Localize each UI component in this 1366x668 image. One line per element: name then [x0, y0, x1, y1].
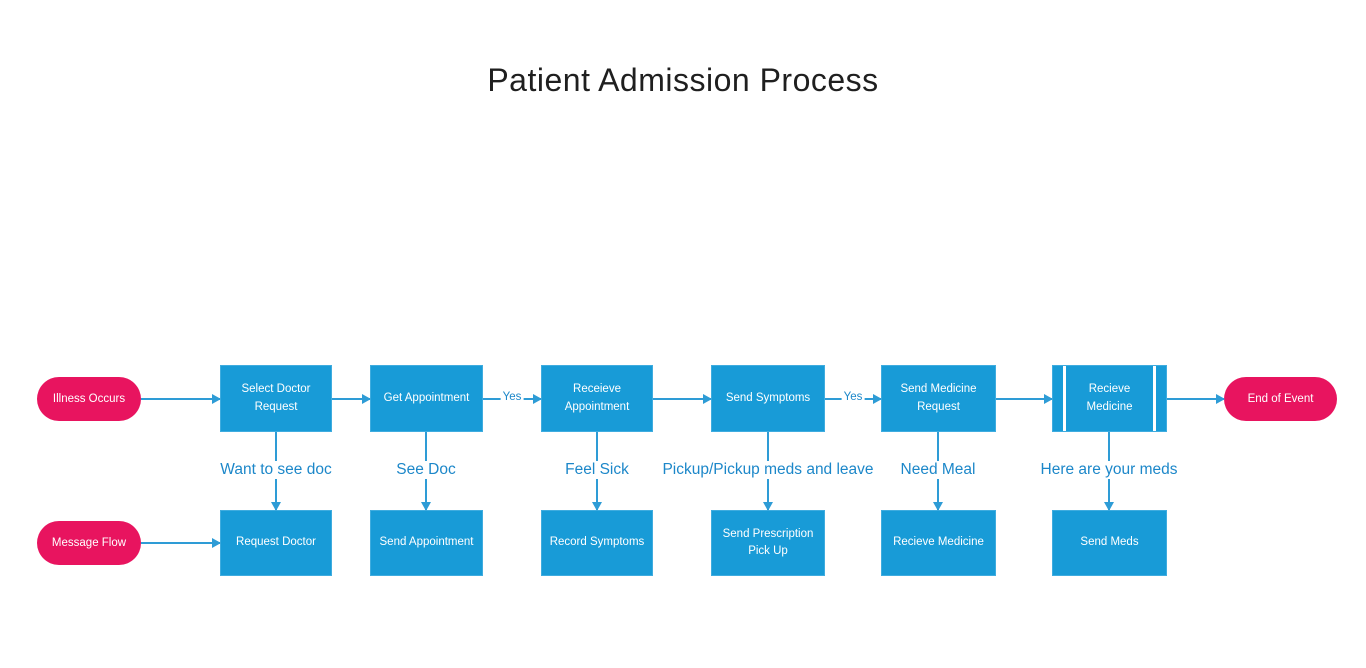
node-select-doctor-request[interactable]: Select Doctor Request [220, 365, 332, 432]
flow-label-see-doc: See Doc [393, 461, 459, 479]
node-send-meds[interactable]: Send Meds [1052, 510, 1167, 576]
connector-arrow [653, 394, 712, 404]
connector-arrow [141, 538, 221, 548]
node-message-flow[interactable]: Message Flow [37, 521, 141, 565]
node-recieve-medicine[interactable]: Recieve Medicine [881, 510, 996, 576]
connector-arrow [996, 394, 1053, 404]
node-request-doctor[interactable]: Request Doctor [220, 510, 332, 576]
subprocess-stripe-left [1063, 366, 1066, 431]
connector-arrow [1167, 394, 1225, 404]
node-label: Recieve Medicine [1086, 383, 1133, 413]
node-get-appointment[interactable]: Get Appointment [370, 365, 483, 432]
node-send-medicine-request[interactable]: Send Medicine Request [881, 365, 996, 432]
node-end-of-event[interactable]: End of Event [1224, 377, 1337, 421]
flow-label-need-meal: Need Meal [897, 461, 979, 479]
connector-arrow [141, 394, 221, 404]
diagram-title: Patient Admission Process [487, 62, 879, 98]
node-record-symptoms[interactable]: Record Symptoms [541, 510, 653, 576]
flow-label-pickup-meds: Pickup/Pickup meds and leave [659, 461, 877, 479]
flow-label-feel-sick: Feel Sick [562, 461, 632, 479]
flow-label-want-to-see-doc: Want to see doc [217, 461, 335, 479]
edge-label-yes: Yes [500, 391, 524, 403]
node-send-prescription-pick-up[interactable]: Send Prescription Pick Up [711, 510, 825, 576]
connector-arrow [332, 394, 371, 404]
node-recieve-medicine-subprocess[interactable]: Recieve Medicine [1052, 365, 1167, 432]
flow-label-here-are-your-meds: Here are your meds [1037, 461, 1181, 479]
node-illness-occurs[interactable]: Illness Occurs [37, 377, 141, 421]
node-receieve-appointment[interactable]: Receieve Appointment [541, 365, 653, 432]
subprocess-stripe-right [1153, 366, 1156, 431]
edge-label-yes: Yes [841, 391, 865, 403]
node-send-appointment[interactable]: Send Appointment [370, 510, 483, 576]
node-send-symptoms[interactable]: Send Symptoms [711, 365, 825, 432]
